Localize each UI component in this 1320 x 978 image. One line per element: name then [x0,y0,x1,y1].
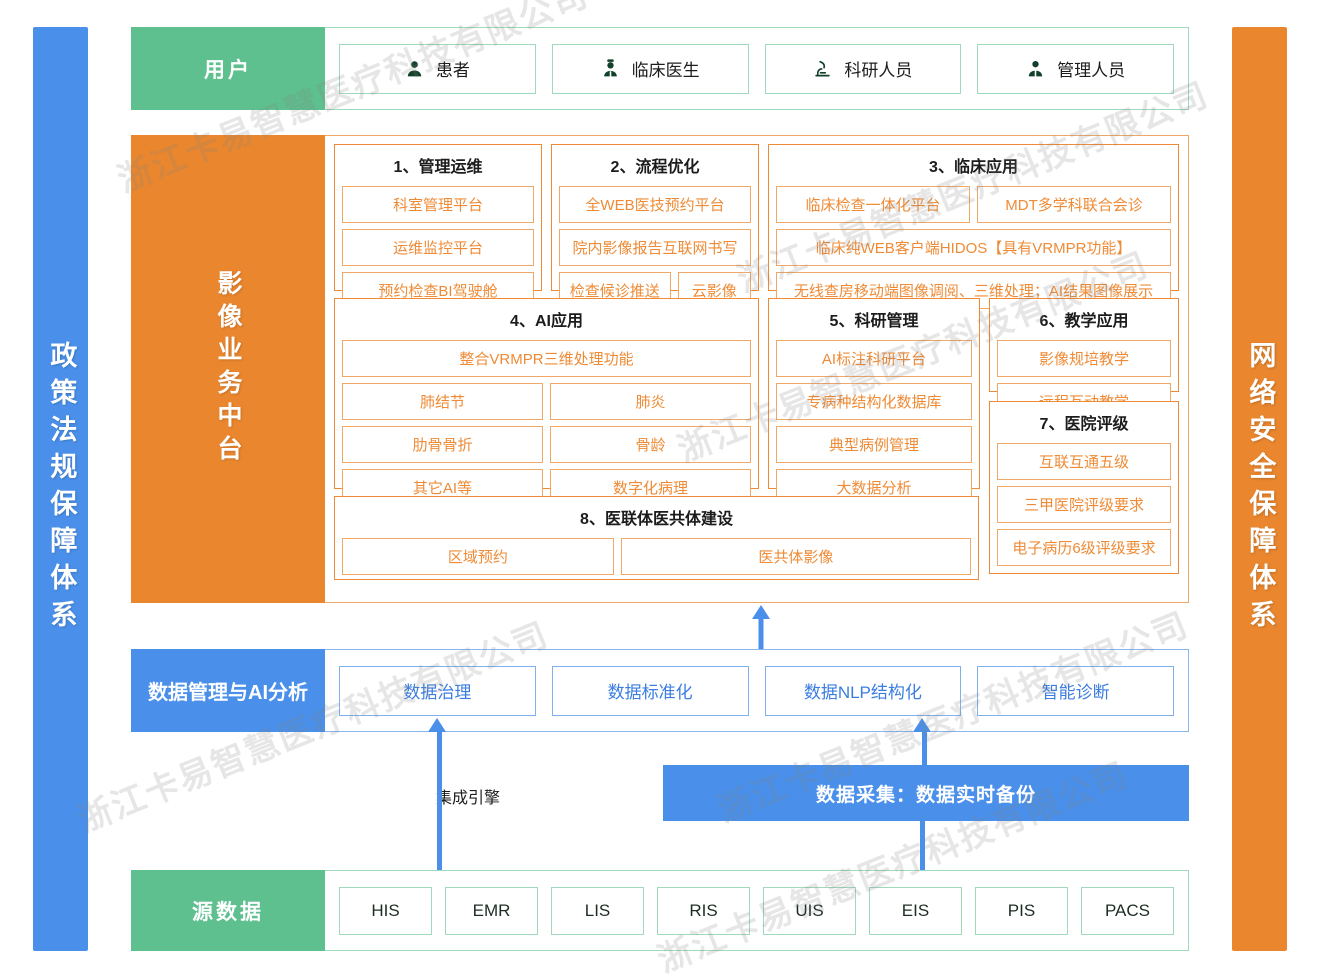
data-management-label: 数据管理与AI分析 [131,649,325,732]
source-chip-emr[interactable]: EMR [445,886,538,935]
group-title: 2、流程优化 [610,159,700,176]
core-item[interactable]: AI标注科研平台 [776,340,972,377]
group-hospital-rating: 7、医院评级 互联互通五级 三甲医院评级要求 电子病历6级评级要求 [989,401,1179,574]
data-chip-standardize[interactable]: 数据标准化 [551,665,749,716]
security-rail: 网络安全保障体系 [1232,27,1287,951]
manager-icon [1026,59,1045,78]
core-item[interactable]: 肺结节 [342,383,543,420]
group-title: 7、医院评级 [1039,416,1129,433]
user-chip-manager[interactable]: 管理人员 [977,43,1174,94]
core-item[interactable]: 互联互通五级 [997,443,1171,480]
core-item[interactable]: 院内影像报告互联网书写 [559,229,751,266]
user-chip-label: 科研人员 [844,61,913,80]
core-platform-body: 1、管理运维 科室管理平台 运维监控平台 预约检查BI驾驶舱 2、流程优化 全W… [325,135,1189,603]
arrow-source-to-collection [910,807,930,823]
policy-rail-label: 政策法规保障体系 [46,341,77,637]
collection-line-lower [920,821,925,870]
user-chip-label: 临床医生 [631,61,700,80]
collection-zone: 集成引擎 数据采集：数据实时备份 [131,732,1189,870]
core-platform-label-block: 影像业务中台 [131,135,325,603]
user-icon [405,59,424,78]
data-chip-governance[interactable]: 数据治理 [339,665,536,716]
core-row-top: 1、管理运维 科室管理平台 运维监控平台 预约检查BI驾驶舱 2、流程优化 全W… [334,144,1179,309]
core-item[interactable]: 肋骨骨折 [342,426,543,463]
source-data-band: 源数据 HIS EMR LIS RIS UIS EIS PIS PACS [131,870,1189,951]
group-title: 5、科研管理 [829,313,919,330]
core-item[interactable]: 临床纯WEB客户端HIDOS【具有VRMPR功能】 [776,229,1171,266]
core-item[interactable]: 医共体影像 [620,538,971,575]
collection-line-upper [922,732,927,765]
group-medical-alliance: 8、医联体医共体建设 区域预约 医共体影像 [334,496,979,580]
core-item[interactable]: 三甲医院评级要求 [997,486,1171,523]
users-band-label: 用户 [131,27,325,110]
group-title: 4、AI应用 [510,313,583,330]
source-chip-eis[interactable]: EIS [869,886,962,935]
core-item[interactable]: 科室管理平台 [342,186,534,223]
user-chip-researcher[interactable]: 科研人员 [764,43,962,94]
core-platform-label: 影像业务中台 [214,270,242,468]
data-management-band: 数据管理与AI分析 数据治理 数据标准化 数据NLP结构化 智能诊断 [131,649,1189,732]
core-row-bottom: 8、医联体医共体建设 区域预约 医共体影像 [334,496,1179,580]
core-item[interactable]: 电子病历6级评级要求 [997,529,1171,566]
arrow-data-to-core [751,605,771,649]
integration-engine-line [437,732,442,870]
source-data-list: HIS EMR LIS RIS UIS EIS PIS PACS [325,870,1189,951]
group-title: 1、管理运维 [393,159,483,176]
integration-engine-label: 集成引擎 [435,790,500,807]
source-chip-ris[interactable]: RIS [657,886,750,935]
core-item[interactable]: 典型病例管理 [776,426,972,463]
core-row-middle: 4、AI应用 整合VRMPR三维处理功能 肺结节 肺炎 肋骨骨折 骨龄 其它AI… [334,298,1179,574]
core-platform-band: 影像业务中台 1、管理运维 科室管理平台 运维监控平台 预约检查BI驾驶舱 2、… [131,135,1189,603]
source-chip-pis[interactable]: PIS [975,886,1068,935]
group-research-management: 5、科研管理 AI标注科研平台 专病种结构化数据库 典型病例管理 大数据分析 [768,298,980,506]
diagram-stage: 用户 患者 临床医生 [131,27,1189,951]
core-item[interactable]: MDT多学科联合会诊 [977,186,1171,223]
user-chip-clinician[interactable]: 临床医生 [551,43,749,94]
data-chip-nlp[interactable]: 数据NLP结构化 [764,665,962,716]
core-item[interactable]: 肺炎 [550,383,751,420]
group-title: 8、医联体医共体建设 [580,511,733,528]
users-list: 患者 临床医生 [325,27,1189,110]
group-management-ops: 1、管理运维 科室管理平台 运维监控平台 预约检查BI驾驶舱 [334,144,542,309]
group-title: 3、临床应用 [929,159,1018,176]
source-chip-pacs[interactable]: PACS [1081,886,1174,935]
users-band: 用户 患者 临床医生 [131,27,1189,110]
group-process-optimization: 2、流程优化 全WEB医技预约平台 院内影像报告互联网书写 检查候诊推送 云影像 [551,144,759,309]
core-item[interactable]: 运维监控平台 [342,229,534,266]
core-item[interactable]: 专病种结构化数据库 [776,383,972,420]
microscope-icon [813,59,832,78]
source-chip-uis[interactable]: UIS [763,886,856,935]
core-item[interactable]: 临床检查一体化平台 [776,186,970,223]
policy-rail: 政策法规保障体系 [33,27,88,951]
core-col-teaching-rating: 6、教学应用 影像规培教学 远程互动教学 7、医院评级 互联互通五级 三甲医院评… [989,298,1179,574]
core-item[interactable]: 骨龄 [550,426,751,463]
core-item[interactable]: 全WEB医技预约平台 [559,186,751,223]
core-item[interactable]: 区域预约 [342,538,614,575]
doctor-icon [601,59,620,78]
group-ai-application: 4、AI应用 整合VRMPR三维处理功能 肺结节 肺炎 肋骨骨折 骨龄 其它AI… [334,298,759,506]
arrow-collection-to-data [912,718,932,734]
group-clinical-application: 3、临床应用 临床检查一体化平台 MDT多学科联合会诊 临床纯WEB客户端HID… [768,144,1179,309]
data-chip-diagnosis[interactable]: 智能诊断 [977,665,1174,716]
user-chip-label: 管理人员 [1057,61,1126,80]
user-chip-patient[interactable]: 患者 [339,43,536,94]
source-data-label: 源数据 [131,870,325,951]
group-title: 6、教学应用 [1039,313,1129,330]
core-item[interactable]: 影像规培教学 [997,340,1171,377]
source-chip-lis[interactable]: LIS [551,886,644,935]
security-rail-label: 网络安全保障体系 [1245,341,1276,637]
source-chip-his[interactable]: HIS [339,886,432,935]
group-teaching-application: 6、教学应用 影像规培教学 远程互动教学 [989,298,1179,420]
user-chip-label: 患者 [435,61,470,80]
arrow-integration-to-data [427,718,447,734]
data-management-list: 数据治理 数据标准化 数据NLP结构化 智能诊断 [325,649,1189,732]
core-item[interactable]: 整合VRMPR三维处理功能 [342,340,751,377]
